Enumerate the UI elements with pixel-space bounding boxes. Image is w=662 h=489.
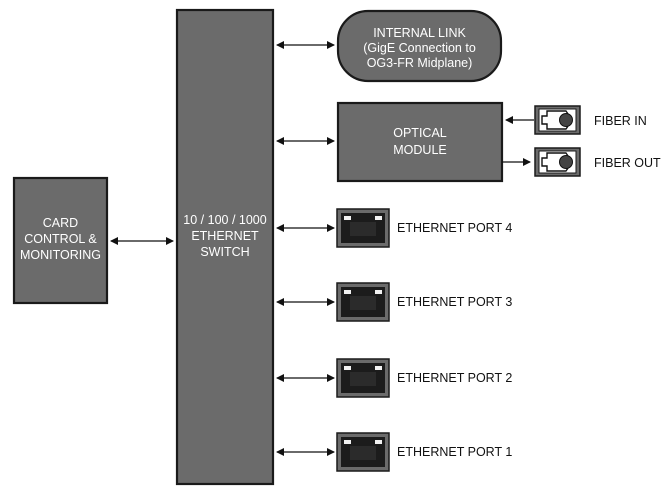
internal-link-label-3: OG3-FR Midplane) [367, 56, 473, 70]
rj45-port-icon [336, 432, 390, 472]
internal-link-block: INTERNAL LINK (GigE Connection to OG3-FR… [336, 9, 503, 83]
optical-module-label-1: OPTICAL [393, 126, 447, 140]
switch-label-1: 10 / 100 / 1000 [183, 213, 266, 227]
rj45-port-icon [336, 208, 390, 248]
ethernet-port-3: ETHERNET PORT 3 [276, 282, 512, 322]
ethernet-port-label: ETHERNET PORT 3 [397, 295, 512, 309]
fiber-in-connector-icon [534, 105, 581, 135]
switch-label-3: SWITCH [200, 245, 249, 259]
ethernet-switch-block: 10 / 100 / 1000 ETHERNET SWITCH [175, 8, 275, 486]
optical-module-label-2: MODULE [393, 143, 446, 157]
ethernet-port-label: ETHERNET PORT 4 [397, 221, 512, 235]
card-control-label-3: MONITORING [20, 248, 101, 262]
card-control-block: CARD CONTROL & MONITORING [12, 176, 109, 305]
ethernet-port-label: ETHERNET PORT 1 [397, 445, 512, 459]
switch-label-2: ETHERNET [191, 229, 259, 243]
card-control-label-2: CONTROL & [24, 232, 97, 246]
ethernet-port-1: ETHERNET PORT 1 [276, 432, 512, 472]
fiber-in-label: FIBER IN [594, 114, 647, 128]
internal-link-label-2: (GigE Connection to [363, 41, 476, 55]
ethernet-port-4: ETHERNET PORT 4 [276, 208, 512, 248]
internal-link-label-1: INTERNAL LINK [373, 26, 466, 40]
ethernet-ports: ETHERNET PORT 4 ETHERNET PORT 3 ETHERNET P… [276, 208, 512, 472]
optical-module-block: OPTICAL MODULE [336, 101, 504, 183]
rj45-port-icon [336, 358, 390, 398]
rj45-port-icon [336, 282, 390, 322]
fiber-out-label: FIBER OUT [594, 156, 661, 170]
ethernet-port-2: ETHERNET PORT 2 [276, 358, 512, 398]
fiber-out-connector-icon [534, 147, 581, 177]
ethernet-port-label: ETHERNET PORT 2 [397, 371, 512, 385]
card-control-label-1: CARD [43, 216, 78, 230]
